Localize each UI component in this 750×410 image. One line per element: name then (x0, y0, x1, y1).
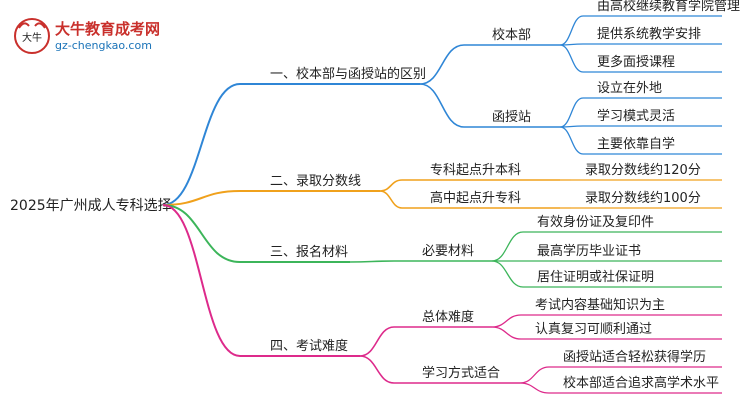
sub-connector (359, 355, 395, 384)
branch-4-label: 四、考试难度 (270, 338, 348, 354)
branch-connector (162, 204, 241, 263)
sub-connector (379, 179, 403, 192)
leaf-connector (559, 97, 584, 128)
root-node: 2025年广州成人专科选择 (10, 198, 172, 214)
logo-name: 大牛教育成考网 (55, 20, 160, 38)
leaf-node-label: 校本部适合追求高学术水平 (563, 375, 719, 391)
leaf-node-label: 提供系统教学安排 (597, 26, 701, 42)
sub-connector (359, 326, 395, 357)
leaf-connector (519, 382, 550, 394)
branch-1-label: 一、校本部与函授站的区别 (270, 66, 426, 82)
leaf-node-label: 认真复习可顺利通过 (535, 322, 652, 337)
leaf-node-label: 最高学历毕业证书 (537, 243, 641, 259)
leaf-node-label: 录取分数线约100分 (585, 191, 701, 206)
leaf-connector (559, 44, 584, 73)
leaf-connector (491, 326, 522, 340)
leaf-connector (559, 15, 584, 46)
leaf-connector (491, 314, 522, 328)
sub-node-label: 必要材料 (422, 244, 474, 259)
sub-node-label: 总体难度 (422, 309, 474, 325)
branch-connector (162, 204, 241, 357)
sub-connector (379, 190, 403, 209)
leaf-node-label: 居住证明或社保证明 (537, 269, 654, 285)
leaf-connector (491, 260, 524, 288)
site-logo: 大牛 大牛教育成考网 gz-chengkao.com (14, 18, 160, 54)
leaf-node-label: 由高校继续教育学院管理 (597, 0, 740, 14)
leaf-node-label: 主要依靠自学 (597, 136, 675, 152)
sub-connector (349, 260, 395, 263)
sub-connector (419, 44, 465, 85)
leaf-node-label: 录取分数线约120分 (585, 163, 701, 178)
leaf-node-label: 更多面授课程 (597, 54, 675, 70)
sub-node-label: 学习方式适合 (422, 365, 500, 381)
branch-2-label: 二、录取分数线 (270, 174, 361, 189)
leaf-node-label: 设立在外地 (597, 81, 662, 96)
sub-connector (419, 83, 465, 128)
sub-node-label: 专科起点升本科 (430, 163, 521, 178)
leaf-connector (491, 231, 524, 262)
svg-text:大牛: 大牛 (22, 31, 42, 44)
sub-node-label: 高中起点升专科 (430, 190, 521, 206)
branch-connector (162, 190, 241, 206)
leaf-node-label: 有效身份证及复印件 (537, 214, 654, 230)
bull-logo-icon: 大牛 (14, 18, 50, 54)
leaf-node-label: 考试内容基础知识为主 (535, 297, 665, 313)
logo-url: gz-chengkao.com (55, 39, 152, 52)
leaf-connector (519, 366, 550, 384)
leaf-node-label: 学习模式灵活 (597, 108, 675, 124)
leaf-node-label: 函授站适合轻松获得学历 (563, 349, 706, 365)
leaf-connector (559, 126, 584, 155)
sub-node-label: 校本部 (492, 27, 531, 43)
sub-node-label: 函授站 (492, 110, 531, 125)
branch-3-label: 三、报名材料 (270, 244, 348, 260)
branch-connector (162, 83, 241, 206)
